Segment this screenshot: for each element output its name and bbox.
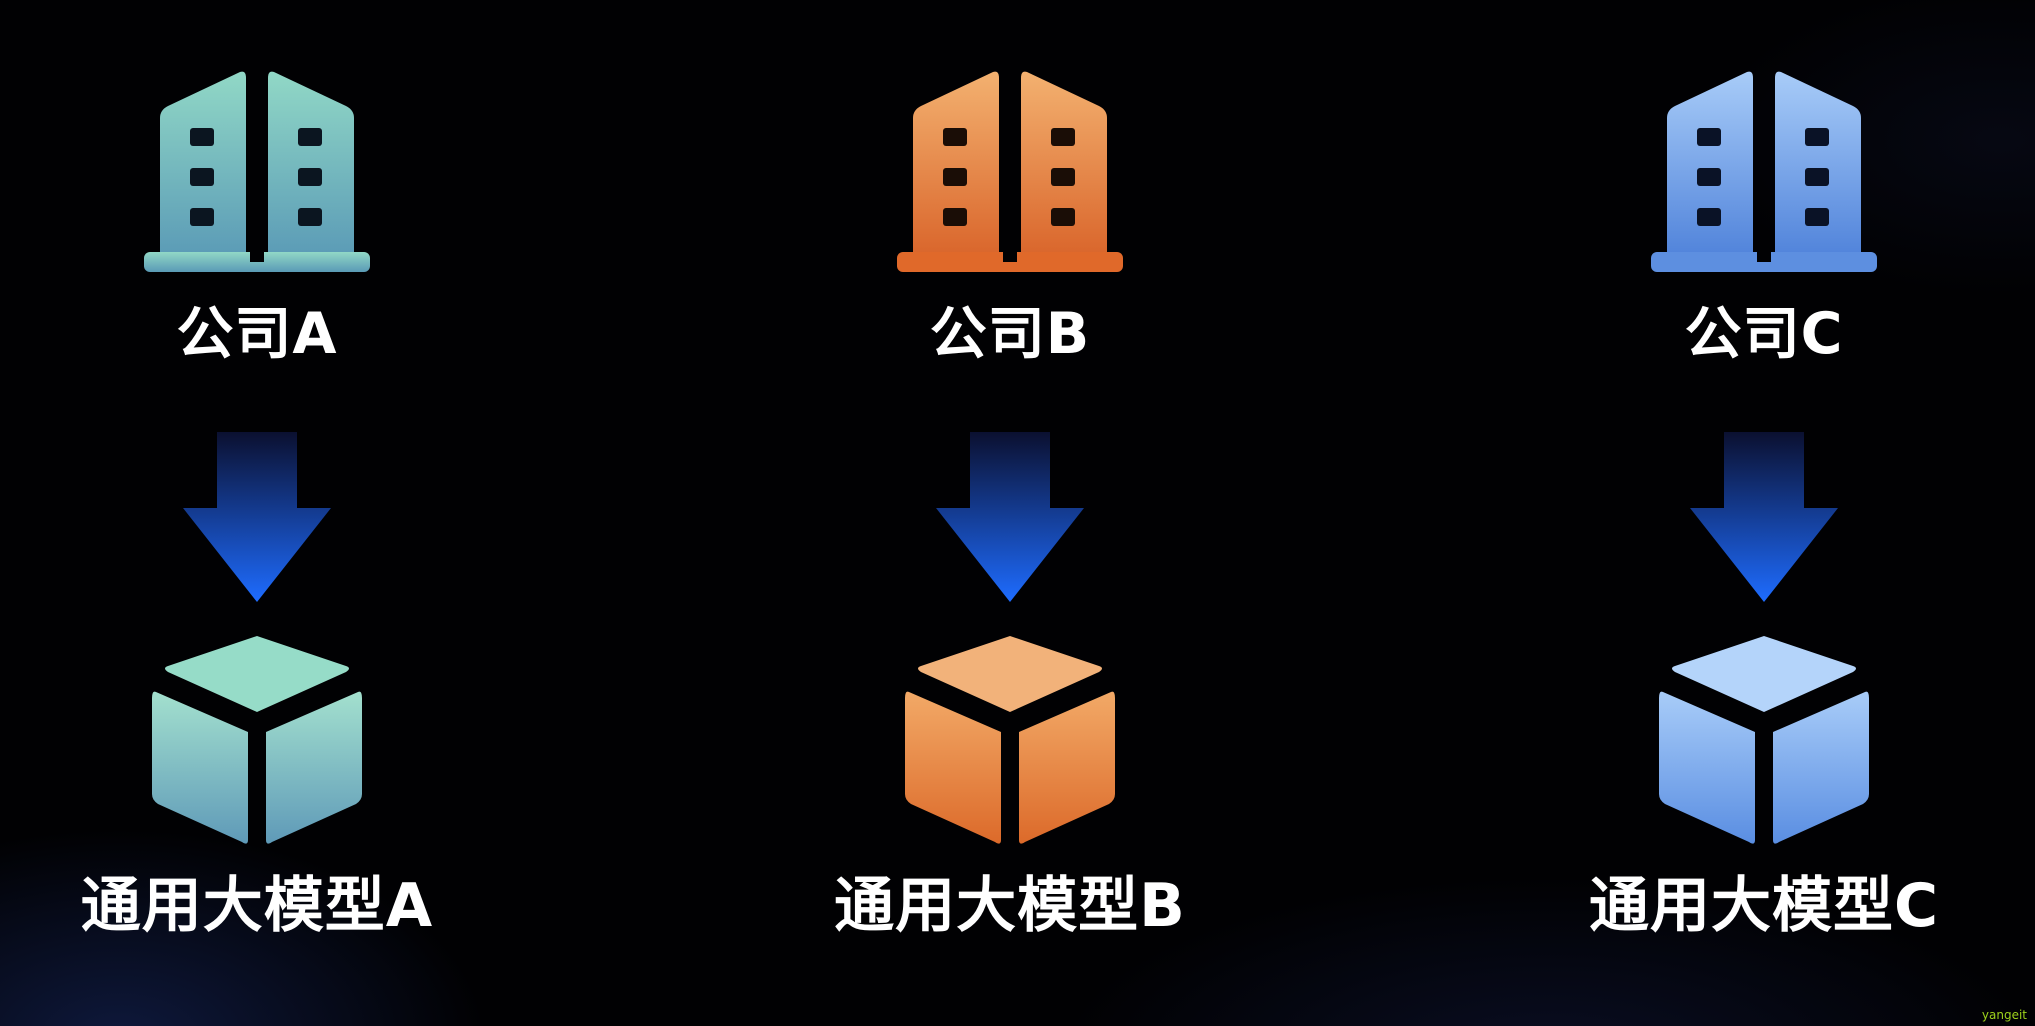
model-label: 通用大模型B [834,871,1186,941]
down-arrow-icon [936,432,1084,602]
building-icon [144,71,370,272]
company-column-a: 公司A 通用大模型A [17,0,497,1026]
cube-icon [905,636,1115,844]
building-icon [1651,71,1877,272]
watermark-text: yangeit [1981,1008,2027,1022]
model-label: 通用大模型C [1588,871,1940,941]
cube-icon [152,636,362,844]
company-column-b: 公司B 通用大模型B [770,0,1250,1026]
company-label: 公司C [1684,301,1844,367]
building-icon [897,71,1123,272]
company-label: 公司B [929,301,1091,367]
company-label: 公司A [176,301,338,367]
company-column-c: 公司C 通用大模型C [1524,0,2004,1026]
down-arrow-icon [1690,432,1838,602]
cube-icon [1659,636,1869,844]
down-arrow-icon [183,432,331,602]
model-label: 通用大模型A [80,871,434,941]
